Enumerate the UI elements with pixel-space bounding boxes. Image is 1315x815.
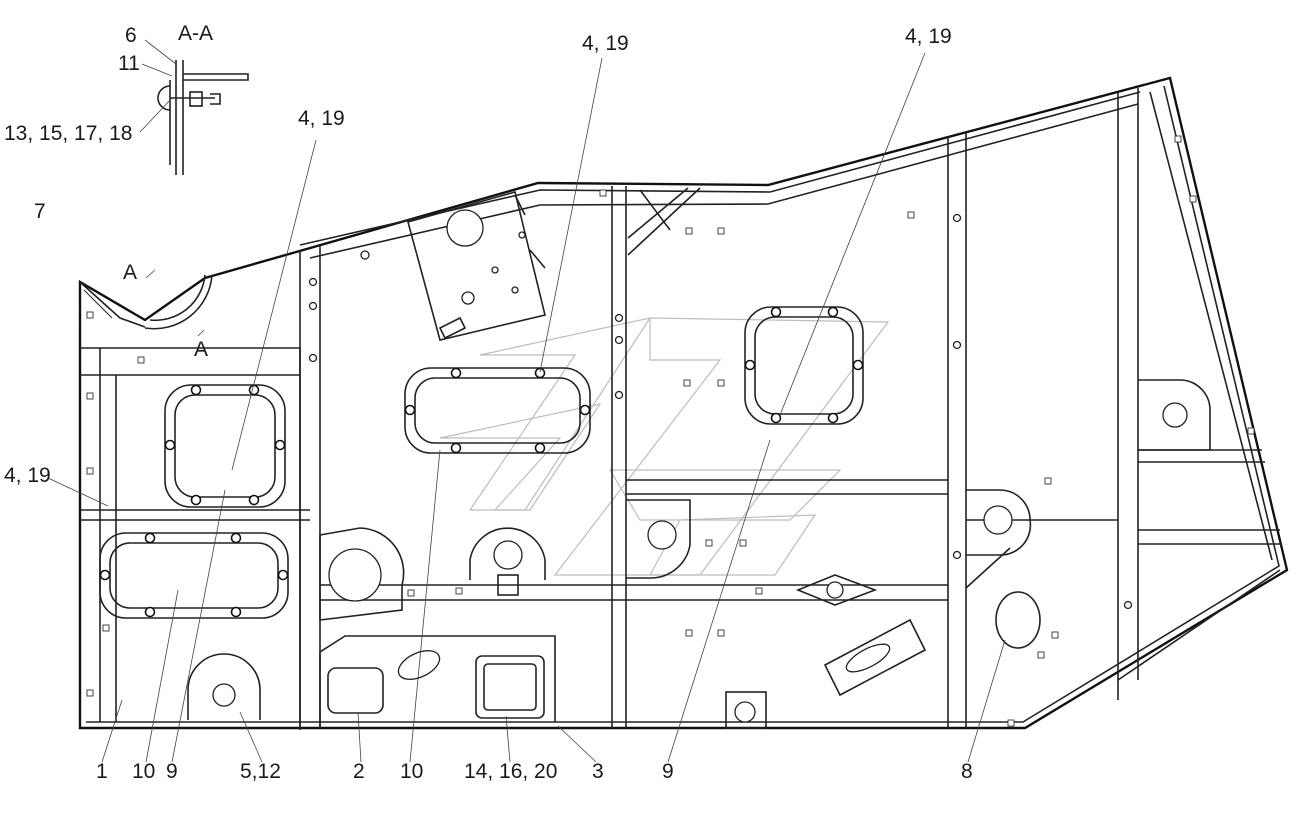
callout-9-b: 9 — [662, 760, 674, 783]
frame-members — [80, 88, 1282, 730]
callout-4-19-a: 4, 19 — [298, 107, 345, 130]
housing-right-center — [626, 499, 691, 579]
lower-tray — [319, 635, 556, 728]
callout-4-19-b: 4, 19 — [582, 32, 629, 55]
section-mark-upper: A — [123, 261, 137, 284]
callout-14-16-20: 14, 16, 20 — [464, 760, 557, 783]
callout-10-a: 10 — [132, 760, 155, 783]
hatch-left-upper — [164, 384, 286, 508]
hatch-center — [404, 367, 591, 454]
housing-bottom-left — [187, 653, 261, 720]
leader-lines — [47, 39, 1006, 763]
frame-fasteners — [308, 213, 1133, 610]
cutout-top-left — [144, 274, 213, 330]
callout-10-b: 10 — [400, 760, 423, 783]
hatch-left-lower — [99, 532, 289, 619]
callout-8: 8 — [961, 760, 973, 783]
housing-right-mid — [966, 489, 1032, 556]
housing-far-right-top — [1138, 379, 1211, 451]
callout-4-19-c: 4, 19 — [905, 25, 952, 48]
panel-outline — [78, 76, 1289, 730]
callout-7: 7 — [34, 200, 46, 223]
housing-bottom-right — [725, 691, 767, 729]
callout-4-19-d: 4, 19 — [4, 464, 51, 487]
callout-labels: A-A A A 6 11 13, 15, 17, 18 7 4, 19 4, 1… — [4, 22, 973, 783]
callout-13-15-17-18: 13, 15, 17, 18 — [4, 122, 132, 145]
callout-3: 3 — [592, 760, 604, 783]
callout-5-12: 5,12 — [240, 760, 281, 783]
callout-2: 2 — [353, 760, 365, 783]
mounting-squares — [86, 135, 1255, 727]
housing-left-center — [319, 527, 405, 621]
flange-right — [795, 574, 878, 606]
hatch-right — [744, 306, 864, 425]
section-cut-markers — [145, 269, 205, 337]
housing-center — [469, 527, 546, 596]
oval-plate-right — [823, 591, 1041, 697]
section-mark-lower: A — [194, 338, 208, 361]
section-detail — [157, 60, 249, 175]
section-title: A-A — [178, 22, 213, 45]
callout-1: 1 — [96, 760, 108, 783]
callout-9-a: 9 — [166, 760, 178, 783]
upper-plate — [407, 191, 546, 341]
watermark-logo — [439, 317, 890, 576]
callout-11: 11 — [118, 52, 140, 75]
callout-6: 6 — [125, 24, 137, 47]
